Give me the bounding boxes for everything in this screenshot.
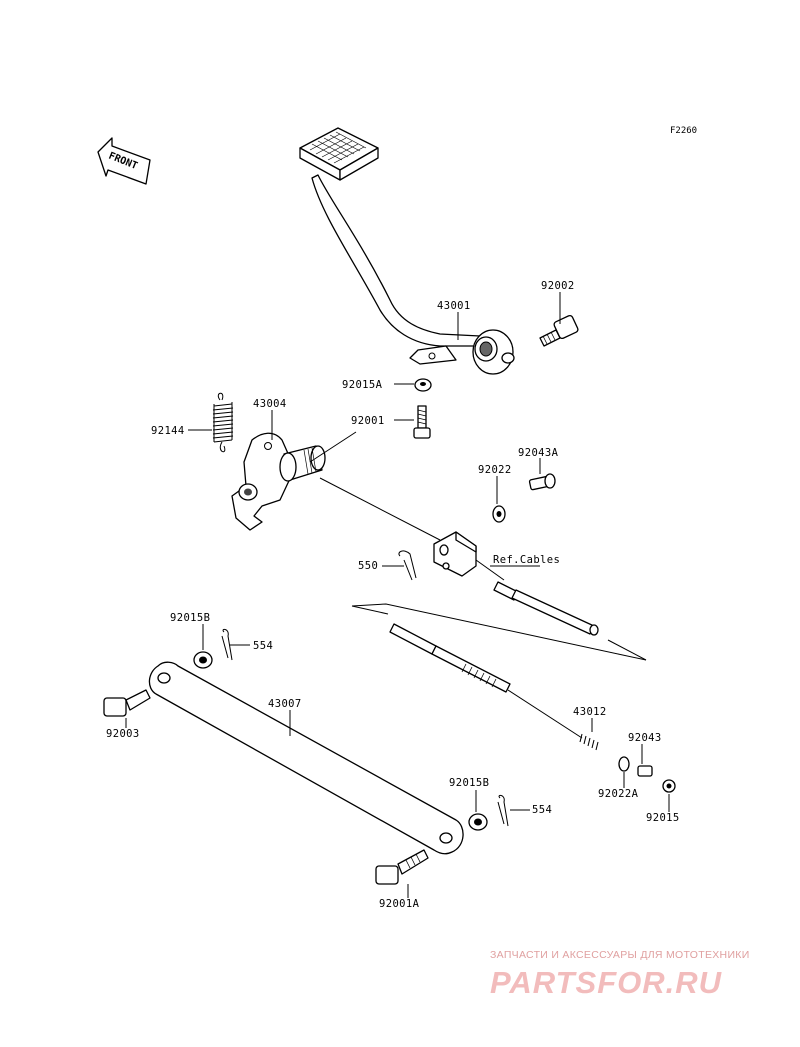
washer-92015B-upper — [193, 651, 213, 669]
ref-cables-label: Ref.Cables — [493, 554, 560, 566]
label-92002: 92002 — [541, 280, 575, 292]
link-rod-43007 — [148, 661, 464, 855]
label-92022: 92022 — [478, 464, 512, 476]
rod-43012 — [389, 623, 599, 751]
label-92015B-lower: 92015B — [449, 777, 489, 789]
cotter-pin-554-upper — [221, 628, 233, 661]
label-92144: 92144 — [151, 425, 185, 437]
washer-92015B-lower — [468, 813, 488, 831]
label-43001: 43001 — [437, 300, 471, 312]
label-554-upper: 554 — [253, 640, 273, 652]
washer-92022 — [492, 505, 506, 523]
bolt-92001A — [375, 849, 429, 885]
leader-lines — [125, 292, 670, 898]
label-92043: 92043 — [628, 732, 662, 744]
nut-92015A — [414, 378, 432, 392]
watermark-logo[interactable]: PARTSFOR.RU — [490, 965, 723, 1000]
watermark-tagline: ЗАПЧАСТИ И АКСЕССУАРЫ ДЛЯ МОТОТЕХНИКИ — [490, 949, 750, 961]
nut-92015 — [662, 779, 676, 793]
label-92015: 92015 — [646, 812, 680, 824]
cotter-pin-550 — [398, 550, 417, 581]
bolt-92043A — [528, 473, 556, 491]
part-labels: 43001 92002 92015A 92001 43004 92144 920… — [106, 280, 680, 910]
spring-92144 — [212, 392, 234, 453]
cotter-pin-554-lower — [497, 794, 509, 827]
bolt-92001 — [413, 405, 431, 439]
label-92001: 92001 — [351, 415, 385, 427]
label-43007: 43007 — [268, 698, 302, 710]
washer-92022A — [618, 756, 630, 772]
label-92015B-upper: 92015B — [170, 612, 210, 624]
label-92022A: 92022A — [598, 788, 639, 800]
bolt-92003 — [103, 689, 151, 717]
label-43004: 43004 — [253, 398, 287, 410]
pin-92043 — [637, 765, 653, 777]
label-550: 550 — [358, 560, 378, 572]
clevis — [433, 531, 477, 577]
bolt-92002 — [539, 314, 579, 347]
label-92003: 92003 — [106, 728, 140, 740]
label-92015A: 92015A — [342, 379, 383, 391]
label-554-lower: 554 — [532, 804, 552, 816]
front-arrow-icon: FRONT — [97, 137, 151, 185]
label-92043A: 92043A — [518, 447, 559, 459]
label-92001A: 92001A — [379, 898, 420, 910]
label-43012: 43012 — [573, 706, 607, 718]
brake-pedal — [299, 127, 515, 375]
cable-upper — [493, 581, 599, 636]
pivot-arm-43004 — [231, 432, 326, 531]
figure-code: F2260 — [670, 126, 697, 136]
